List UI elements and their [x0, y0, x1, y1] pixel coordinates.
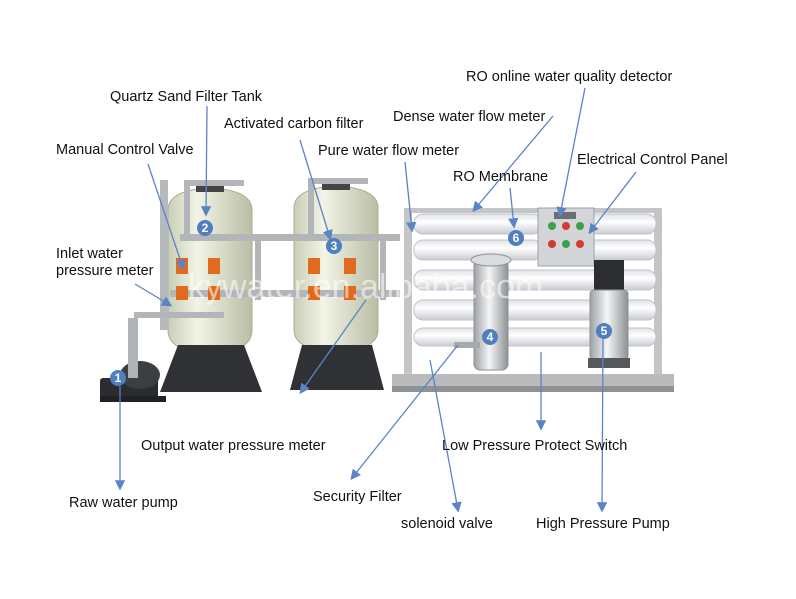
label-ro-online-detector: RO online water quality detector — [466, 69, 673, 85]
leader-solenoid — [429, 359, 462, 513]
badge-3-number: 3 — [331, 239, 338, 253]
label-security-filter: Security Filter — [313, 489, 402, 505]
badge-5: 5 — [596, 323, 612, 339]
leader-quartz-tank — [200, 105, 212, 217]
leader-pure-flow — [404, 161, 417, 233]
leader-inlet-pressure — [134, 283, 173, 307]
label-output-water-pressure-meter: Output water pressure meter — [141, 438, 326, 454]
label-electrical-control-panel: Electrical Control Panel — [577, 152, 728, 168]
leader-ro-detector — [556, 87, 586, 218]
high-pressure-pump — [588, 260, 630, 368]
leader-electrical-panel — [588, 171, 637, 235]
badge-6: 6 — [508, 230, 524, 246]
label-activated-carbon-filter: Activated carbon filter — [224, 116, 364, 132]
leader-dense-flow — [472, 115, 554, 212]
label-inlet-water-pressure-meter: Inlet water pressure meter — [56, 246, 154, 279]
badge-4: 4 — [482, 329, 498, 345]
electrical-control-panel — [537, 207, 595, 267]
badge-4-number: 4 — [487, 330, 494, 344]
badge-6-number: 6 — [513, 231, 520, 245]
watermark: kywater.en.alibaba.com — [188, 268, 543, 306]
label-solenoid-valve: solenoid valve — [401, 516, 493, 532]
label-ro-membrane: RO Membrane — [453, 169, 549, 185]
leader-activated-carbon — [299, 139, 333, 241]
badge-2: 2 — [197, 220, 213, 236]
leader-manual-valve — [147, 163, 186, 271]
label-raw-water-pump: Raw water pump — [69, 495, 178, 511]
leader-lines — [114, 87, 637, 513]
leader-output-pressure — [299, 299, 367, 395]
label-quartz-sand-filter-tank: Quartz Sand Filter Tank — [110, 89, 263, 105]
badge-2-number: 2 — [202, 221, 209, 235]
label-manual-control-valve: Manual Control Valve — [56, 142, 194, 158]
badge-1-number: 1 — [115, 371, 122, 385]
badge-1: 1 — [110, 370, 126, 386]
label-high-pressure-pump: High Pressure Pump — [536, 516, 670, 532]
label-pure-water-flow-meter: Pure water flow meter — [318, 143, 460, 159]
activated-carbon-tank — [290, 180, 384, 390]
leader-ro-membrane — [508, 187, 519, 229]
security-filter-housing — [454, 253, 512, 371]
raw-water-pump — [100, 318, 166, 402]
label-low-pressure-protect-switch: Low Pressure Protect Switch — [442, 438, 628, 454]
label-dense-water-flow-meter: Dense water flow meter — [393, 109, 546, 125]
badge-3: 3 — [326, 238, 342, 254]
leader-high-pump — [596, 337, 608, 513]
badge-5-number: 5 — [601, 324, 608, 338]
leader-security-filter — [350, 344, 459, 481]
ro-frame — [392, 208, 674, 392]
